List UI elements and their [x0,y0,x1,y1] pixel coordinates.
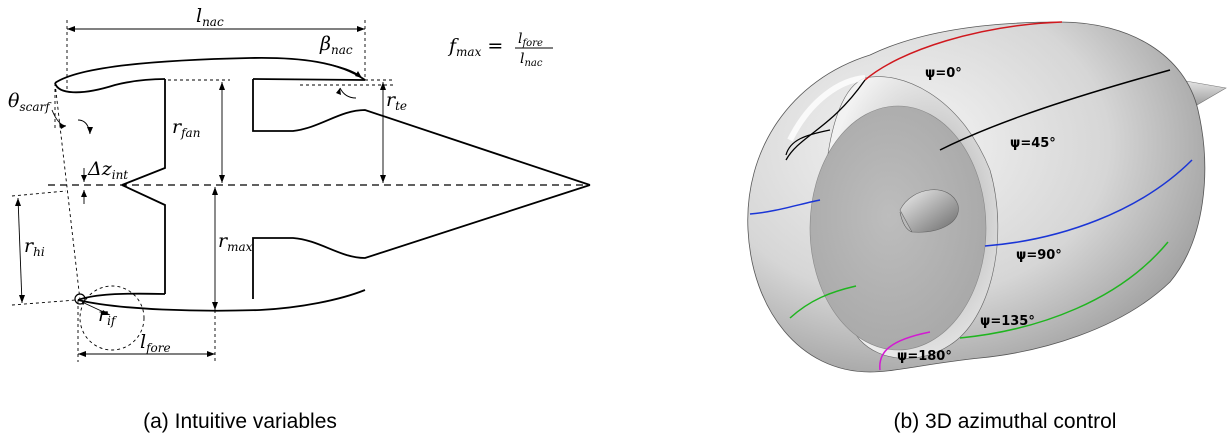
intake-radius-circle [79,285,145,351]
formula-f-max: fmax = lfore lnac [447,31,553,69]
intake-lip-circle [74,293,86,305]
upper-bypass [252,78,591,186]
psi-90-line [984,159,1193,247]
psi-180-line [879,331,931,371]
upper-fan-face [121,79,166,186]
label-r-fan: rfan [172,116,200,140]
label-theta-scarf: θscarf [8,90,52,114]
svg-text:fmax =: fmax = [447,35,503,59]
caption-b: (b) 3D azimuthal control [893,410,1117,433]
lower-nacelle-outer [77,289,366,312]
psi-label-180: ψ=180° [897,349,952,364]
psi-label-90: ψ=90° [1016,248,1062,263]
label-l-fore: lfore [140,331,171,355]
svg-text:lnac: lnac [520,51,543,69]
psi-90-lip-line [749,199,821,215]
panel-a-schematic [11,20,591,362]
label-r-te: rte [386,89,407,113]
psi-45-line [939,69,1171,151]
label-beta-nac: βnac [319,33,353,57]
label-r-max: rmax [218,230,253,254]
psi-label-0: ψ=0° [925,66,962,81]
psi-135-line [959,241,1169,339]
psi-0-line [864,21,1063,81]
label-dz-int: Δzint [87,158,128,182]
label-r-if: rif [98,304,118,328]
spinner-tip [899,211,913,233]
lip-outline [785,129,831,156]
caption-a: (a) Intuitive variables [143,410,337,433]
svg-text:lfore: lfore [518,31,543,49]
psi-0-lip-line [785,79,866,161]
psi-135-lip-line [789,285,857,319]
label-l-nac: lnac [196,5,224,29]
lower-bypass [252,184,591,299]
psi-label-135: ψ=135° [980,314,1035,329]
panel-b-render: ψ=0° ψ=45° ψ=90° ψ=135° ψ=180° [747,21,1227,373]
lower-nacelle-inner [77,292,166,301]
psi-label-45: ψ=45° [1010,136,1056,151]
fan-face [809,105,987,351]
upper-nacelle-inner [54,78,166,94]
lip-highlight [787,75,866,142]
label-r-hi: rhi [24,235,45,259]
panel-a-labels: lnac βnac fmax = lfore lnac θscarf rfan … [8,5,553,355]
lower-fan-face [121,184,166,294]
spinner [899,189,959,233]
